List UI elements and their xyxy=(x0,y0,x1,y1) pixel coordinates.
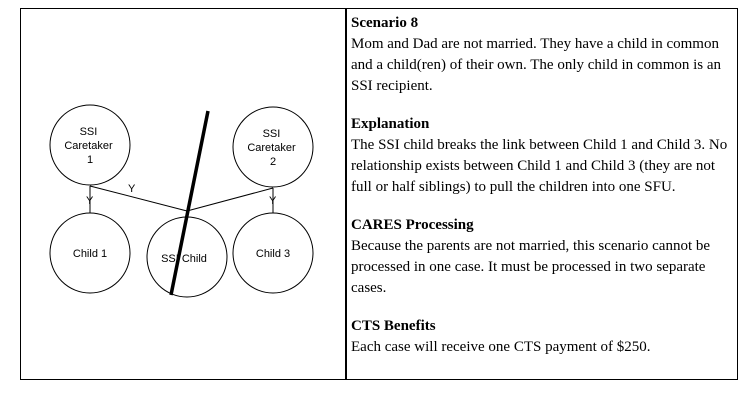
node-caretaker2 xyxy=(232,106,314,188)
diagram-canvas: SSI Caretaker 1 SSI Caretaker 2 Child 1 … xyxy=(49,104,314,298)
edge-label-caretaker1-child1: Y xyxy=(86,195,94,207)
caretaker2-label: SSI Caretaker 2 xyxy=(247,128,298,168)
cts-benefits-heading: CTS Benefits xyxy=(351,318,436,334)
scenario-frame: SSI Caretaker 1 SSI Caretaker 2 Child 1 … xyxy=(20,8,738,380)
break-line xyxy=(169,110,210,296)
explanation-section: Explanation The SSI child breaks the lin… xyxy=(351,114,735,198)
edge-label-caretaker2-child3: Y xyxy=(269,195,277,207)
node-caretaker1 xyxy=(49,104,131,186)
scenario-section: Scenario 8 Mom and Dad are not married. … xyxy=(351,13,735,97)
caretaker1-label: SSI Caretaker 1 xyxy=(64,126,115,166)
explanation-heading: Explanation xyxy=(351,116,430,132)
ssi-child-label: SSI Child xyxy=(161,253,207,265)
relationship-diagram: SSI Caretaker 1 SSI Caretaker 2 Child 1 … xyxy=(21,9,345,379)
node-child3 xyxy=(232,212,314,294)
scenario-body: Mom and Dad are not married. They have a… xyxy=(351,36,722,94)
explanation-column: Scenario 8 Mom and Dad are not married. … xyxy=(351,13,735,375)
cts-benefits-body: Each case will receive one CTS payment o… xyxy=(351,339,651,355)
cts-benefits-section: CTS Benefits Each case will receive one … xyxy=(351,316,735,358)
edge-label-caretaker1-ssi-child: Y xyxy=(128,183,136,195)
cares-processing-body: Because the parents are not married, thi… xyxy=(351,238,711,296)
cares-processing-heading: CARES Processing xyxy=(351,217,474,233)
child3-label: Child 3 xyxy=(256,248,290,260)
edge-caretaker2-ssi-child xyxy=(186,187,274,212)
edge-caretaker1-ssi-child xyxy=(89,185,188,212)
child1-label: Child 1 xyxy=(73,248,107,260)
node-child1 xyxy=(49,212,131,294)
column-divider xyxy=(345,9,347,379)
cares-processing-section: CARES Processing Because the parents are… xyxy=(351,215,735,299)
scenario-heading: Scenario 8 xyxy=(351,15,419,31)
explanation-body: The SSI child breaks the link between Ch… xyxy=(351,137,728,195)
